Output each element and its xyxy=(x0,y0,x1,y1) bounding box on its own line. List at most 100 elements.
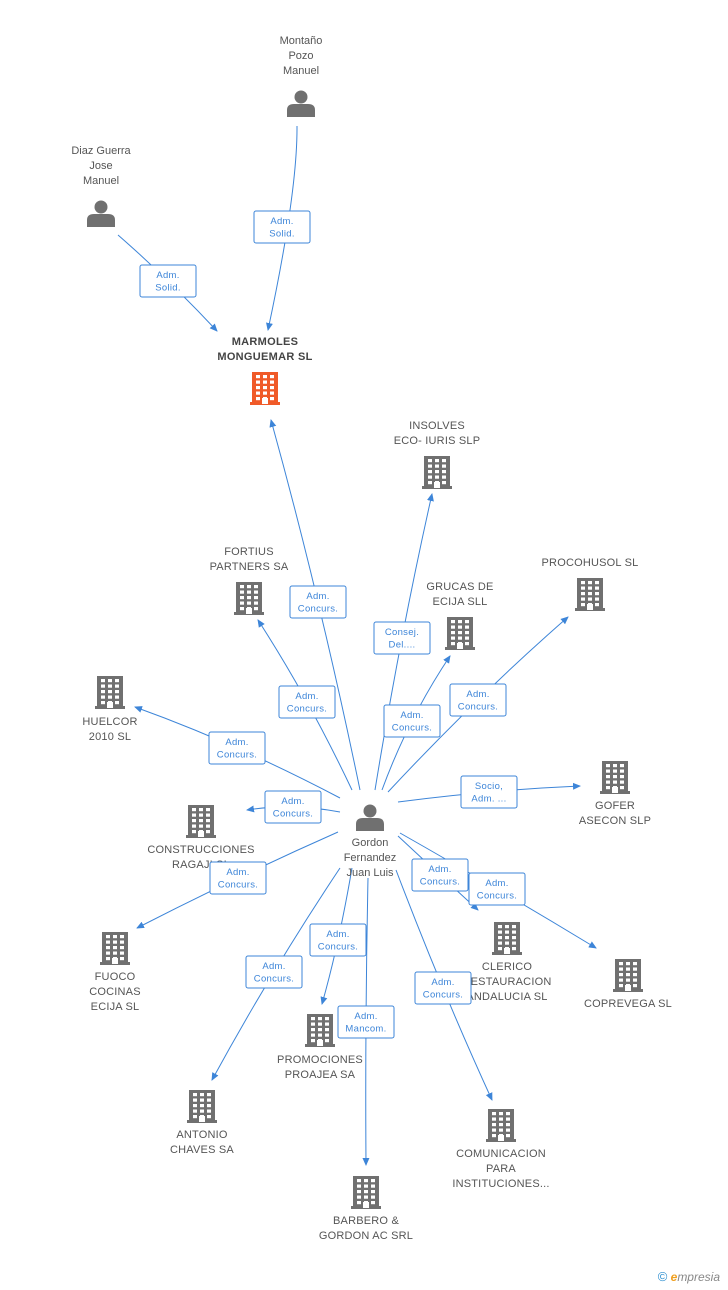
company-node-comunicacion[interactable]: COMUNICACIONPARAINSTITUCIONES... xyxy=(452,1109,549,1190)
node-label: Fernandez xyxy=(344,852,397,864)
nodes-layer: MARMOLES MONGUEMAR SL MontañoPozoManuelDia… xyxy=(71,35,672,1242)
edge-label-gordon-to-promociones[interactable]: Adm. Concurs. xyxy=(309,923,367,957)
edge-label-line: Adm. xyxy=(431,977,454,988)
edge-label-line: Adm. xyxy=(281,796,304,807)
edge-label-line: Socio, xyxy=(475,781,503,792)
building-icon xyxy=(600,761,630,794)
node-label: PROMOCIONES xyxy=(277,1054,363,1066)
edge-label-gordon-to-construcciones[interactable]: Adm. Concurs. xyxy=(264,790,322,824)
edge-label-line: Adm. xyxy=(270,216,293,227)
node-label: HUELCOR xyxy=(82,716,137,728)
building-icon xyxy=(305,1014,335,1047)
edge-label-line: Adm. xyxy=(354,1011,377,1022)
building-icon xyxy=(186,805,216,838)
edge-label-gordon-to-fuoco[interactable]: Adm.Concurs. xyxy=(209,861,267,895)
edge-label-line: Adm. xyxy=(295,691,318,702)
building-icon xyxy=(187,1090,217,1123)
edge-label-line: Solid. xyxy=(155,283,181,294)
building-icon xyxy=(492,922,522,955)
edge-label-line: Del.... xyxy=(389,640,416,651)
edge-label-line: Concurs. xyxy=(420,877,460,888)
node-label: GRUCAS DE xyxy=(426,581,493,593)
edge-label-montano-to-marmoles[interactable]: Adm. Solid. xyxy=(253,210,311,244)
edge-label-gordon-to-coprevega[interactable]: Adm.Concurs. xyxy=(468,872,526,906)
building-icon xyxy=(250,372,280,405)
node-label: Pozo xyxy=(288,50,313,62)
company-node-procohusol[interactable]: PROCOHUSOL SL xyxy=(542,557,639,611)
edge-labels-layer: Adm. Solid. Adm. Solid. Adm. Concurs. Consej. D… xyxy=(139,210,526,1039)
edge-label-line: Concurs. xyxy=(458,702,498,713)
node-label: PROAJEA SA xyxy=(285,1069,356,1081)
edge-label-diaz-to-marmoles[interactable]: Adm.Solid. xyxy=(139,264,197,298)
building-icon xyxy=(422,456,452,489)
edge-label-line: Adm. ... xyxy=(471,794,506,805)
edge-label-line: Adm. xyxy=(262,961,285,972)
edge-label-line: Adm. xyxy=(225,737,248,748)
node-label: GORDON AC SRL xyxy=(319,1230,413,1242)
edge-label-line: Concurs. xyxy=(273,809,313,820)
node-label: COMUNICACION xyxy=(456,1148,546,1160)
edge-label-gordon-to-fortius[interactable]: Adm. Concurs. xyxy=(278,685,336,719)
node-label: GOFER xyxy=(595,800,635,812)
node-label: CLERICO xyxy=(482,961,533,973)
edge-label-line: Solid. xyxy=(269,229,295,240)
edge-label-line: Concurs. xyxy=(217,750,257,761)
edge-label-line: Consej. xyxy=(385,627,419,638)
edge-label-line: Adm. xyxy=(306,591,329,602)
edge-label-gordon-to-marmoles[interactable]: Adm.Concurs. xyxy=(289,585,347,619)
node-label: Gordon xyxy=(352,837,389,849)
footer-brand: © empresia xyxy=(658,1269,720,1284)
copyright-symbol: © xyxy=(657,1269,668,1284)
edge-label-gordon-to-clerico[interactable]: Adm. Concurs. xyxy=(411,858,469,892)
company-node-marmoles[interactable]: MARMOLES MONGUEMAR SL xyxy=(217,336,312,405)
edge-label-gordon-to-comunicacion[interactable]: Adm. Concurs. xyxy=(414,971,472,1005)
node-label: Manuel xyxy=(83,175,119,187)
edge-label-gordon-to-insolves[interactable]: Consej. Del.... xyxy=(373,621,431,655)
node-label: MONGUEMAR SL xyxy=(217,351,312,363)
edge-label-gordon-to-grucas[interactable]: Adm.Concurs. xyxy=(383,704,441,738)
edge-label-gordon-to-antonio[interactable]: Adm. Concurs. xyxy=(245,955,303,989)
node-label: RESTAURACION xyxy=(463,976,552,988)
node-label: PROCOHUSOL SL xyxy=(542,557,639,569)
edge-montano-to-marmoles xyxy=(266,125,298,331)
edge-label-gordon-to-barbero[interactable]: Adm. Mancom. xyxy=(337,1005,395,1039)
building-icon xyxy=(445,617,475,650)
edge-label-line: Concurs. xyxy=(318,942,358,953)
edge-label-line: Concurs. xyxy=(287,704,327,715)
node-label: PARTNERS SA xyxy=(210,561,289,573)
edge-label-gordon-to-huelcor[interactable]: Adm. Concurs. xyxy=(208,731,266,765)
building-icon xyxy=(95,676,125,709)
edge-label-line: Concurs. xyxy=(477,891,517,902)
building-icon xyxy=(575,578,605,611)
node-label: INSOLVES xyxy=(409,420,465,432)
person-icon xyxy=(356,804,384,831)
company-node-barbero[interactable]: BARBERO &GORDON AC SRL xyxy=(319,1176,413,1242)
node-label: CONSTRUCCIONES xyxy=(147,844,254,856)
building-icon xyxy=(351,1176,381,1209)
node-label: ANTONIO xyxy=(176,1129,228,1141)
node-label: ECIJA SL xyxy=(91,1001,140,1013)
company-node-promociones[interactable]: PROMOCIONES PROAJEA SA xyxy=(277,1014,363,1081)
edge-label-line: Concurs. xyxy=(423,990,463,1001)
company-node-coprevega[interactable]: COPREVEGA SL xyxy=(584,959,672,1010)
edge-label-gordon-to-gofer[interactable]: Socio, Adm. ... xyxy=(460,775,518,809)
edge-label-line: Adm. xyxy=(428,864,451,875)
edge-label-line: Concurs. xyxy=(254,974,294,985)
node-label: MARMOLES xyxy=(232,336,299,348)
edge-label-line: Adm. xyxy=(326,929,349,940)
edge-label-gordon-to-procohusol[interactable]: Adm.Concurs. xyxy=(449,683,507,717)
node-label: COCINAS xyxy=(89,986,141,998)
edge-label-line: Mancom. xyxy=(345,1024,386,1035)
